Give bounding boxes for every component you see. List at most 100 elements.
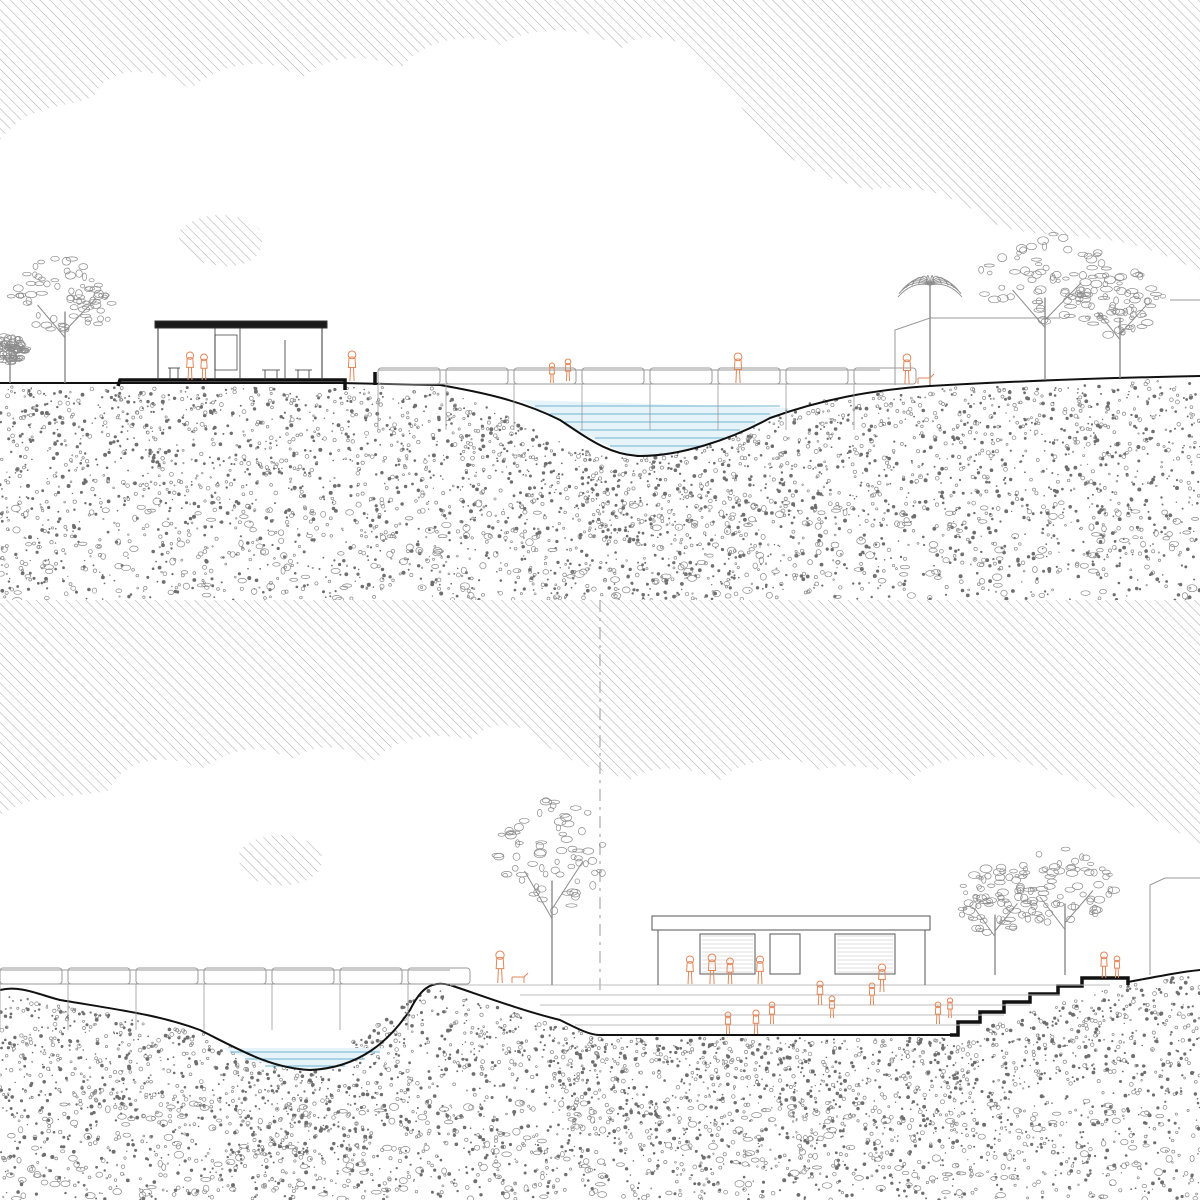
soil-grain <box>147 487 150 490</box>
soil-grain <box>949 1091 953 1094</box>
soil-grain <box>1024 432 1027 435</box>
soil-grain <box>89 555 92 558</box>
soil-grain <box>425 536 428 539</box>
soil-grain <box>11 439 16 444</box>
soil-grain <box>763 1051 768 1056</box>
soil-grain <box>384 486 389 490</box>
soil-grain <box>370 1095 375 1099</box>
soil-grain <box>876 435 878 437</box>
soil-grain <box>948 546 953 550</box>
soil-grain <box>873 434 876 437</box>
soil-grain <box>709 487 712 491</box>
soil-grain <box>989 512 992 516</box>
soil-grain <box>1166 477 1169 480</box>
soil-grain <box>877 480 882 486</box>
soil-grain <box>419 479 423 482</box>
soil-grain <box>1083 447 1085 449</box>
soil-grain <box>835 502 840 506</box>
soil-grain <box>60 442 63 446</box>
soil-grain <box>427 395 429 397</box>
soil-grain <box>239 535 242 538</box>
soil-grain <box>77 527 81 531</box>
soil-grain <box>331 564 333 567</box>
soil-grain <box>216 394 219 397</box>
soil-grain <box>669 1057 671 1059</box>
soil-grain <box>649 522 653 526</box>
soil-grain <box>575 504 579 508</box>
soil-grain <box>1055 1169 1057 1171</box>
soil-grain <box>708 498 713 504</box>
soil-grain <box>813 510 816 513</box>
soil-grain <box>158 426 162 430</box>
soil-grain <box>180 397 185 402</box>
soil-grain <box>1169 1062 1173 1066</box>
soil-grain <box>1032 398 1037 402</box>
soil-grain <box>1127 1062 1130 1065</box>
soil-grain <box>628 1134 633 1139</box>
soil-grain <box>826 431 830 435</box>
soil-grain <box>516 1077 519 1080</box>
soil-grain <box>183 520 188 525</box>
soil-grain <box>38 541 41 544</box>
soil-grain <box>333 399 337 404</box>
soil-grain <box>624 490 629 496</box>
soil-grain <box>1065 467 1070 472</box>
people <box>185 350 935 385</box>
soil-grain <box>149 596 152 599</box>
soil-grain <box>204 572 207 575</box>
soil-grain <box>1189 393 1193 397</box>
soil-grain <box>623 528 628 533</box>
soil-grain <box>466 463 470 467</box>
soil-grain <box>679 497 682 500</box>
soil-grain <box>1098 456 1102 460</box>
soil-grain <box>181 471 183 474</box>
soil-grain <box>82 435 84 437</box>
soil-grain <box>461 476 465 480</box>
soil-grain <box>156 450 160 454</box>
soil-grain <box>485 504 488 507</box>
soil-grain <box>526 493 531 498</box>
soil-grain <box>800 1061 804 1065</box>
soil-grain <box>14 1140 16 1143</box>
soil-grain <box>764 511 769 516</box>
soil-grain <box>520 557 524 561</box>
soil-grain <box>1070 1164 1075 1168</box>
soil-grain <box>81 456 85 460</box>
soil-grain <box>693 1182 697 1186</box>
soil-grain <box>151 455 156 460</box>
soil-grain <box>903 1076 908 1081</box>
soil-grain <box>75 454 78 458</box>
soil-grain <box>311 517 316 521</box>
soil-grain <box>836 567 838 569</box>
soil-grain <box>459 536 463 539</box>
soil-grain <box>778 451 783 457</box>
soil-grain <box>730 576 733 579</box>
soil-grain <box>1160 496 1163 499</box>
soil-grain <box>543 562 548 566</box>
soil-grain <box>404 454 409 458</box>
soil-grain <box>1102 508 1105 511</box>
soil-grain <box>342 1140 345 1142</box>
soil-grain <box>228 468 232 472</box>
soil-grain <box>292 451 296 455</box>
soil-grain <box>321 1077 325 1082</box>
soil-grain <box>902 528 907 533</box>
soil-grain <box>1145 379 1151 384</box>
rail-panel <box>445 367 509 385</box>
soil-grain <box>390 474 395 480</box>
pebble <box>525 538 534 547</box>
soil-grain <box>482 1128 485 1130</box>
soil-grain <box>564 537 567 540</box>
soil-grain <box>101 396 104 399</box>
soil-grain <box>909 1135 911 1137</box>
soil-grain <box>459 434 464 439</box>
soil-grain <box>325 596 327 598</box>
soil-grain <box>736 565 740 570</box>
soil-grain <box>965 1128 968 1131</box>
soil-grain <box>995 506 1001 511</box>
soil-grain <box>421 424 424 426</box>
soil-grain <box>199 485 203 489</box>
soil-grain <box>834 522 837 525</box>
soil-grain <box>84 502 87 505</box>
soil-grain <box>911 529 916 533</box>
